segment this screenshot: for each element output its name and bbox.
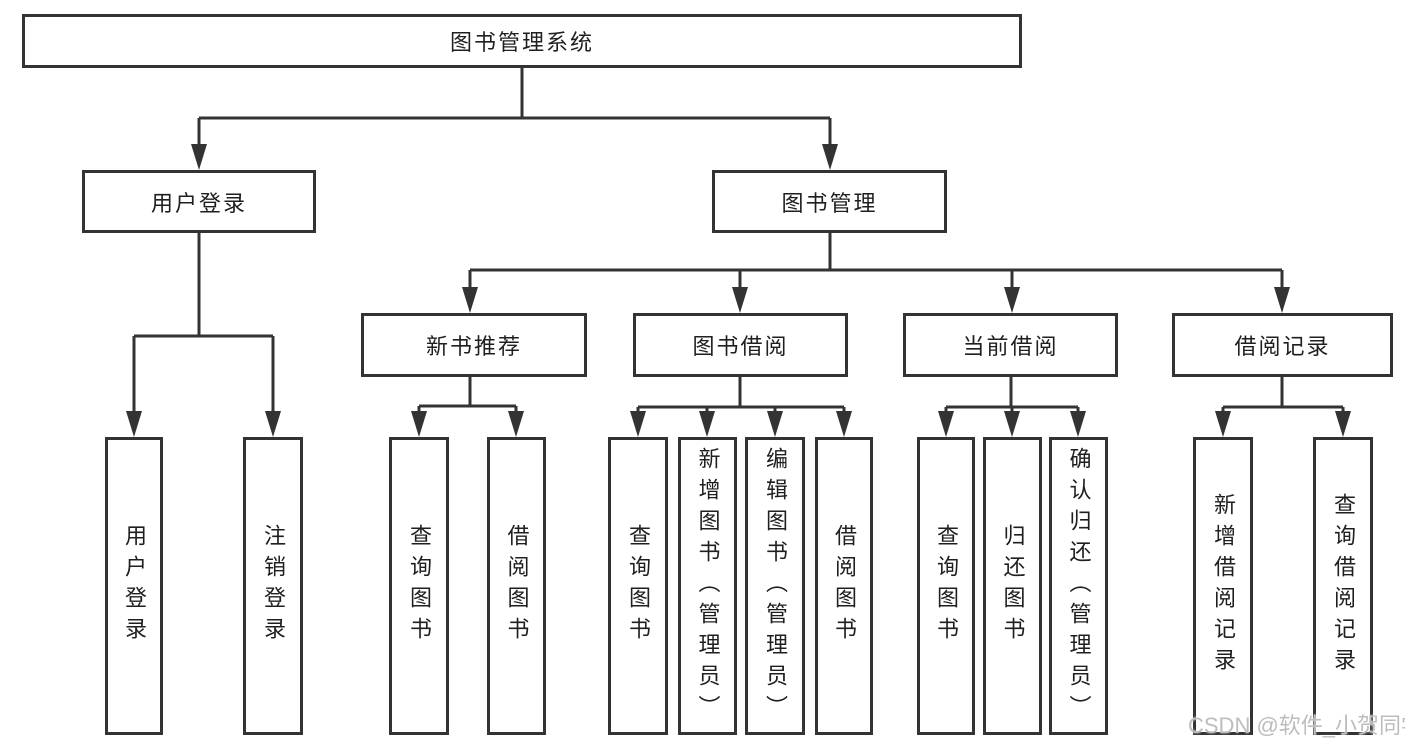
node-label: 确认归还（管理员） — [1066, 446, 1092, 726]
node-leaf-user-login: 用户登录 — [105, 437, 163, 735]
node-leaf-query-borrow-record: 查询借阅记录 — [1313, 437, 1373, 735]
arrowhead-icon — [767, 411, 783, 437]
arrowheads — [126, 144, 1351, 437]
node-leaf-query-books-2: 查询图书 — [608, 437, 668, 735]
node-label: 用户登录 — [122, 524, 147, 648]
arrowhead-icon — [822, 144, 838, 170]
node-book-borrowing: 图书借阅 — [633, 313, 848, 377]
node-label: 查询图书 — [934, 524, 959, 648]
arrowhead-icon — [732, 287, 748, 313]
node-label: 借阅图书 — [504, 524, 530, 648]
arrowhead-icon — [1215, 411, 1231, 437]
node-user-login: 用户登录 — [82, 170, 316, 233]
node-leaf-query-books-1: 查询图书 — [389, 437, 449, 735]
arrowhead-icon — [836, 411, 852, 437]
node-root: 图书管理系统 — [22, 14, 1022, 68]
node-label: 查询图书 — [626, 524, 651, 648]
arrowhead-icon — [1004, 411, 1020, 437]
node-label: 新增借阅记录 — [1211, 493, 1236, 679]
arrowhead-icon — [938, 411, 954, 437]
node-book-management: 图书管理 — [712, 170, 947, 233]
node-label: 归还图书 — [1000, 524, 1026, 648]
node-leaf-query-books-3: 查询图书 — [917, 437, 975, 735]
node-label: 借阅图书 — [832, 524, 857, 648]
node-leaf-add-borrow-record: 新增借阅记录 — [1193, 437, 1253, 735]
arrowhead-icon — [1004, 287, 1020, 313]
arrowhead-icon — [1274, 287, 1290, 313]
arrowhead-icon — [411, 411, 427, 437]
node-leaf-add-books-admin: 新增图书（管理员） — [678, 437, 737, 735]
node-new-book-recommend: 新书推荐 — [361, 313, 587, 377]
node-label: 图书借阅 — [692, 334, 789, 359]
node-current-borrowing: 当前借阅 — [903, 313, 1118, 377]
node-label: 用户登录 — [150, 190, 247, 216]
arrowhead-icon — [699, 411, 715, 437]
node-leaf-borrow-books-2: 借阅图书 — [815, 437, 873, 735]
arrowhead-icon — [265, 411, 281, 437]
node-leaf-confirm-return-admin: 确认归还（管理员） — [1049, 437, 1108, 735]
node-label: 借阅记录 — [1234, 334, 1331, 359]
arrowhead-icon — [126, 411, 142, 437]
arrowhead-icon — [191, 144, 207, 170]
node-label: 注销登录 — [261, 524, 286, 648]
node-label: 当前借阅 — [962, 334, 1059, 359]
node-label: 图书管理 — [781, 190, 878, 216]
arrowhead-icon — [630, 411, 646, 437]
arrowhead-icon — [508, 411, 524, 437]
node-label: 查询图书 — [407, 524, 432, 648]
node-leaf-edit-books-admin: 编辑图书（管理员） — [745, 437, 805, 735]
node-leaf-return-books: 归还图书 — [983, 437, 1042, 735]
node-label: 图书管理系统 — [449, 30, 594, 55]
arrowhead-icon — [1070, 411, 1086, 437]
node-label: 查询借阅记录 — [1331, 493, 1356, 679]
node-borrowing-records: 借阅记录 — [1172, 313, 1393, 377]
arrowhead-icon — [462, 287, 478, 313]
node-leaf-logout: 注销登录 — [243, 437, 303, 735]
node-label: 编辑图书（管理员） — [763, 446, 788, 726]
node-label: 新书推荐 — [425, 334, 522, 359]
node-label: 新增图书（管理员） — [695, 446, 721, 726]
arrowhead-icon — [1335, 411, 1351, 437]
csdn-watermark: CSDN @软件_小贺同学 — [1188, 713, 1405, 738]
node-leaf-borrow-books-1: 借阅图书 — [487, 437, 546, 735]
